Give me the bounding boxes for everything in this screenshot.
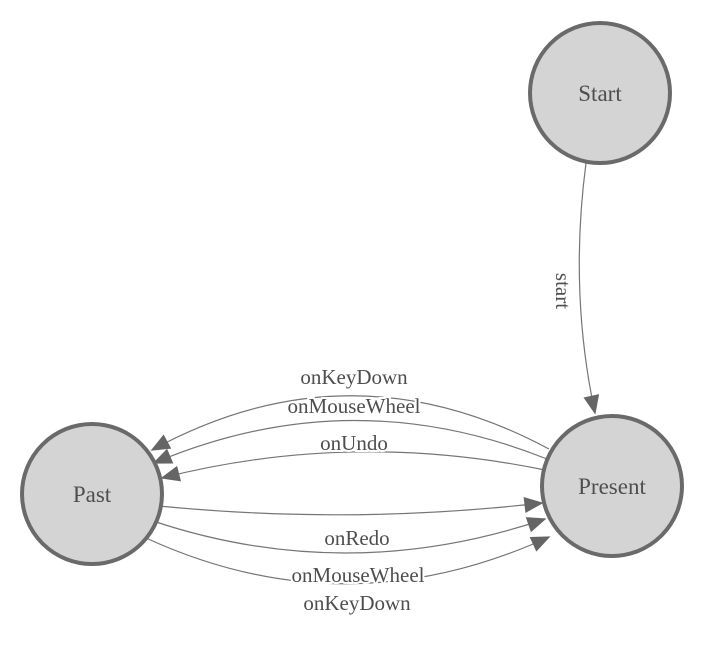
- node-present-label: Present: [578, 474, 646, 499]
- edge-past-to-present-onmousewheel: [152, 517, 547, 554]
- edge-label-onkeydown-top: onKeyDown: [300, 365, 408, 389]
- node-start-circle[interactable]: [528, 21, 672, 165]
- edge-label-onkeydown-bottom: onKeyDown: [303, 591, 411, 615]
- edge-past-to-present-onkeydown: [145, 536, 551, 585]
- node-past-label: Past: [73, 482, 112, 507]
- edge-label-onmousewheel-top: onMouseWheel: [288, 394, 421, 418]
- edge-label-start: start: [551, 273, 575, 309]
- edge-start-to-present: [578, 162, 600, 415]
- edge-label-onundo: onUndo: [320, 431, 388, 455]
- edge-label-group: start onKeyDown onMouseWheel onUndo onRe…: [286, 271, 577, 617]
- edge-past-to-present-onredo: [158, 497, 544, 516]
- node-present-circle[interactable]: [540, 414, 684, 558]
- edge-label-onredo: onRedo: [324, 526, 389, 550]
- edge-group: [145, 162, 600, 585]
- edge-present-to-past-onkeydown: [150, 395, 550, 451]
- edge-label-onmousewheel-bottom: onMouseWheel: [292, 563, 425, 587]
- node-past-circle[interactable]: [20, 422, 164, 566]
- node-start[interactable]: Start: [528, 21, 672, 165]
- node-start-label: Start: [578, 81, 622, 106]
- node-past[interactable]: Past: [20, 422, 164, 566]
- node-present[interactable]: Present: [540, 414, 684, 558]
- edge-present-to-past-onundo: [160, 451, 546, 482]
- edge-present-to-past-onmousewheel: [152, 419, 548, 464]
